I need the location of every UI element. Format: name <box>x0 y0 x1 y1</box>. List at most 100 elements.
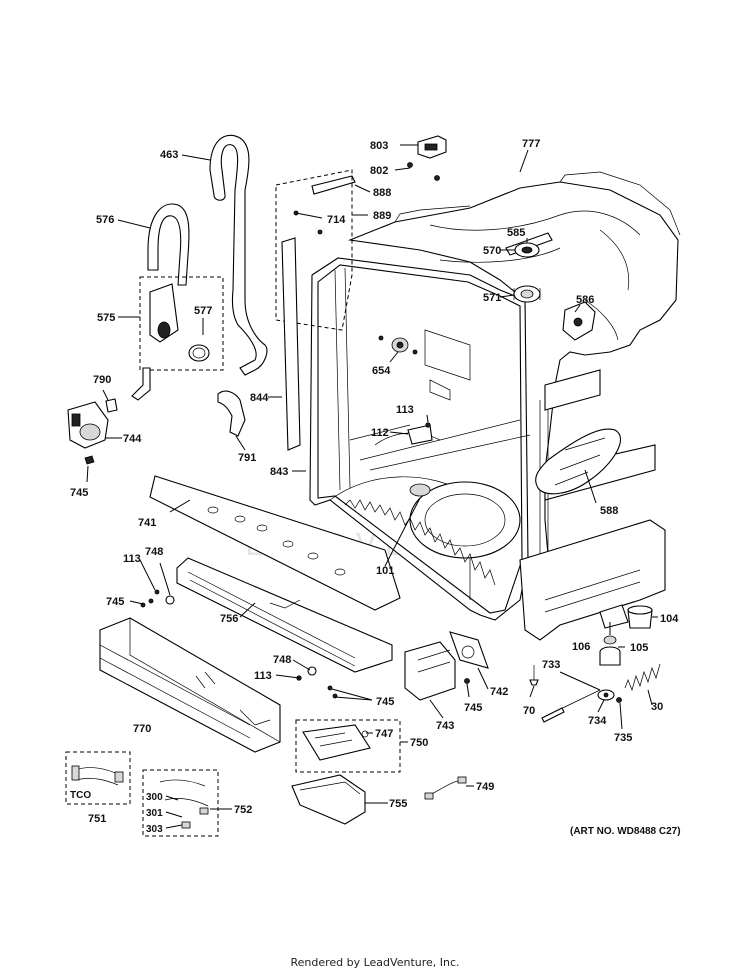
label-301: 301 <box>146 808 163 819</box>
parts-748-745-113-fasteners <box>140 589 338 699</box>
label-104: 104 <box>660 613 679 625</box>
label-576: 576 <box>96 214 114 226</box>
label-463: 463 <box>160 149 178 161</box>
label-843: 843 <box>270 466 288 478</box>
part-741-toe-panel <box>149 475 401 611</box>
part-745-screw-a <box>84 455 95 465</box>
label-742: 742 <box>490 686 508 698</box>
label-743: 743 <box>436 720 454 732</box>
label-755: 755 <box>389 798 407 810</box>
label-750: 750 <box>410 737 428 749</box>
label-741: 741 <box>138 517 156 529</box>
label-113-b: 113 <box>123 553 141 565</box>
label-tco: TCO <box>70 790 91 801</box>
part-714-screw <box>293 210 323 235</box>
label-571: 571 <box>483 292 501 304</box>
label-745-b: 745 <box>106 596 124 608</box>
label-748-b: 748 <box>273 654 291 666</box>
part-749-harness <box>424 776 467 800</box>
part-labels: 463 576 575 577 790 744 745 791 844 843 … <box>70 138 679 835</box>
part-791-elbow <box>217 390 246 437</box>
group-889-dashed <box>275 169 353 331</box>
label-888: 888 <box>373 187 391 199</box>
label-734: 734 <box>588 715 607 727</box>
footer-credit: Rendered by LeadVenture, Inc. <box>290 956 459 969</box>
label-735: 735 <box>614 732 632 744</box>
label-744: 744 <box>123 433 142 445</box>
part-577-oring <box>188 344 210 362</box>
label-588: 588 <box>600 505 618 517</box>
part-104-foot <box>627 605 653 629</box>
part-586-fill-funnel <box>562 301 596 341</box>
label-101: 101 <box>376 565 394 577</box>
label-803: 803 <box>370 140 388 152</box>
part-30-spring <box>624 663 661 692</box>
group-575-dashed <box>139 276 224 371</box>
label-802: 802 <box>370 165 388 177</box>
label-112: 112 <box>371 427 389 439</box>
leader-lines <box>86 144 658 829</box>
part-463-hose <box>209 134 268 376</box>
label-745-c: 745 <box>376 696 394 708</box>
label-303: 303 <box>146 824 163 835</box>
label-747: 747 <box>375 728 393 740</box>
part-747-control-board <box>302 724 371 761</box>
label-733: 733 <box>542 659 560 671</box>
part-755-tray <box>291 774 366 825</box>
label-586: 586 <box>576 294 594 306</box>
label-745-d: 745 <box>464 702 482 714</box>
part-571-bearing <box>513 285 541 303</box>
part-752-harness <box>159 779 209 829</box>
part-743-module <box>404 641 456 701</box>
part-751-tco-harness <box>71 765 124 786</box>
part-112-bracket <box>407 424 433 445</box>
label-113-c: 113 <box>254 670 272 682</box>
label-889: 889 <box>373 210 391 222</box>
label-748-a: 748 <box>145 546 163 558</box>
part-70-screw <box>529 665 539 686</box>
label-770: 770 <box>133 723 151 735</box>
part-742-bracket <box>449 631 489 669</box>
part-770-insulation <box>99 617 281 753</box>
label-577: 577 <box>194 305 212 317</box>
part-733-cable <box>541 689 601 723</box>
label-745-a: 745 <box>70 487 88 499</box>
part-588-spray-arm <box>535 428 621 495</box>
label-654: 654 <box>372 365 391 377</box>
part-654-fitting <box>378 335 418 355</box>
label-585: 585 <box>507 227 525 239</box>
hose-tail <box>131 367 151 401</box>
part-570-nut <box>514 242 540 258</box>
label-749: 749 <box>476 781 494 793</box>
label-777: 777 <box>522 138 540 150</box>
part-803-vent <box>417 135 447 159</box>
part-735-screw <box>616 697 622 703</box>
part-756-kickplate <box>176 557 393 673</box>
label-30: 30 <box>651 701 663 713</box>
label-714: 714 <box>327 214 346 226</box>
part-113-screw-a <box>425 422 431 428</box>
label-70: 70 <box>523 705 535 717</box>
part-844-strip <box>281 237 301 451</box>
part-790-clip <box>105 398 118 413</box>
label-570: 570 <box>483 245 501 257</box>
label-113-a: 113 <box>396 404 414 416</box>
part-105-leveler <box>599 635 621 666</box>
part-802-screw <box>407 162 440 181</box>
label-752: 752 <box>234 804 252 816</box>
label-105: 105 <box>630 642 648 654</box>
art-number: (ART NO. WD8488 C27) <box>570 826 681 837</box>
label-790: 790 <box>93 374 111 386</box>
part-734-pulley <box>597 689 615 701</box>
label-751: 751 <box>88 813 106 825</box>
group-751-dashed <box>65 751 131 805</box>
part-575-air-gap <box>149 283 179 343</box>
label-300: 300 <box>146 792 163 803</box>
part-576-hose <box>147 203 190 286</box>
part-744-water-valve <box>67 401 109 449</box>
group-750-dashed <box>295 719 401 773</box>
part-888-bracket <box>311 175 356 195</box>
label-791: 791 <box>238 452 256 464</box>
label-756: 756 <box>220 613 238 625</box>
